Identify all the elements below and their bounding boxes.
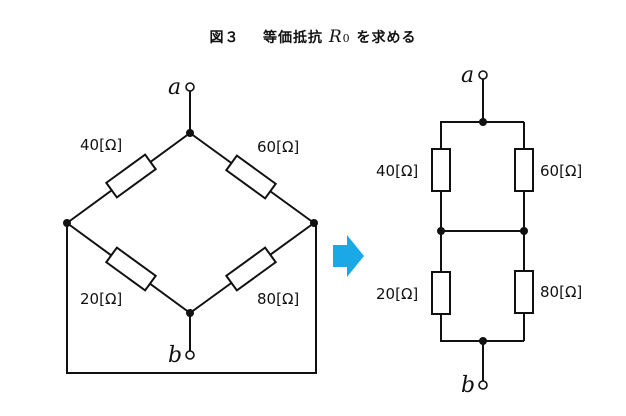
label-40-left: 40[Ω] bbox=[80, 136, 122, 154]
resistor-40-right bbox=[431, 148, 451, 192]
label-60-left: 60[Ω] bbox=[257, 138, 299, 156]
label-60-right: 60[Ω] bbox=[540, 162, 582, 180]
wire-outer-loop bbox=[66, 223, 317, 374]
terminal-a-right-label: a bbox=[461, 63, 474, 88]
figure-title: 図３ 等価抵抗 R0 を求める bbox=[0, 27, 626, 47]
resistor-60-right bbox=[514, 148, 534, 192]
node-mid-left bbox=[437, 227, 445, 235]
terminal-b-right bbox=[478, 380, 488, 390]
node-left bbox=[63, 219, 71, 227]
equivalent-circuit: a b 40[Ω] 60[Ω] 20[Ω] 80[Ω] bbox=[376, 63, 582, 398]
terminal-b bbox=[185, 350, 195, 360]
terminal-a bbox=[185, 82, 195, 92]
resistor-80-left bbox=[224, 246, 278, 292]
node-bottom bbox=[186, 309, 194, 317]
label-80-left: 80[Ω] bbox=[257, 290, 299, 308]
node-mid-right bbox=[520, 227, 528, 235]
terminal-a-label: a bbox=[168, 75, 181, 100]
title-suffix: を求める bbox=[356, 30, 417, 46]
title-text: 等価抵抗 bbox=[262, 30, 323, 46]
resistor-40-left bbox=[104, 153, 158, 199]
node-right bbox=[310, 219, 318, 227]
node-top bbox=[186, 129, 194, 137]
node-bottom-right bbox=[479, 337, 487, 345]
figure-number: 図３ bbox=[209, 30, 240, 46]
bridge-circuit: a b 40[Ω] 60[Ω] 20[Ω] 80[Ω] bbox=[63, 75, 318, 374]
label-80-right: 80[Ω] bbox=[540, 283, 582, 301]
label-40-right: 40[Ω] bbox=[376, 162, 418, 180]
terminal-a-right bbox=[478, 70, 488, 80]
resistor-80-right bbox=[514, 270, 534, 314]
terminal-b-label: b bbox=[168, 343, 182, 368]
resistor-20-left bbox=[104, 246, 158, 292]
r0-symbol: R0 bbox=[328, 27, 351, 47]
terminal-b-right-label: b bbox=[461, 373, 475, 398]
resistor-60-left bbox=[224, 154, 278, 200]
node-top-right bbox=[479, 118, 487, 126]
label-20-right: 20[Ω] bbox=[376, 285, 418, 303]
label-20-left: 20[Ω] bbox=[80, 290, 122, 308]
resistor-20-right bbox=[431, 271, 451, 315]
right-arrow-icon bbox=[333, 235, 364, 277]
